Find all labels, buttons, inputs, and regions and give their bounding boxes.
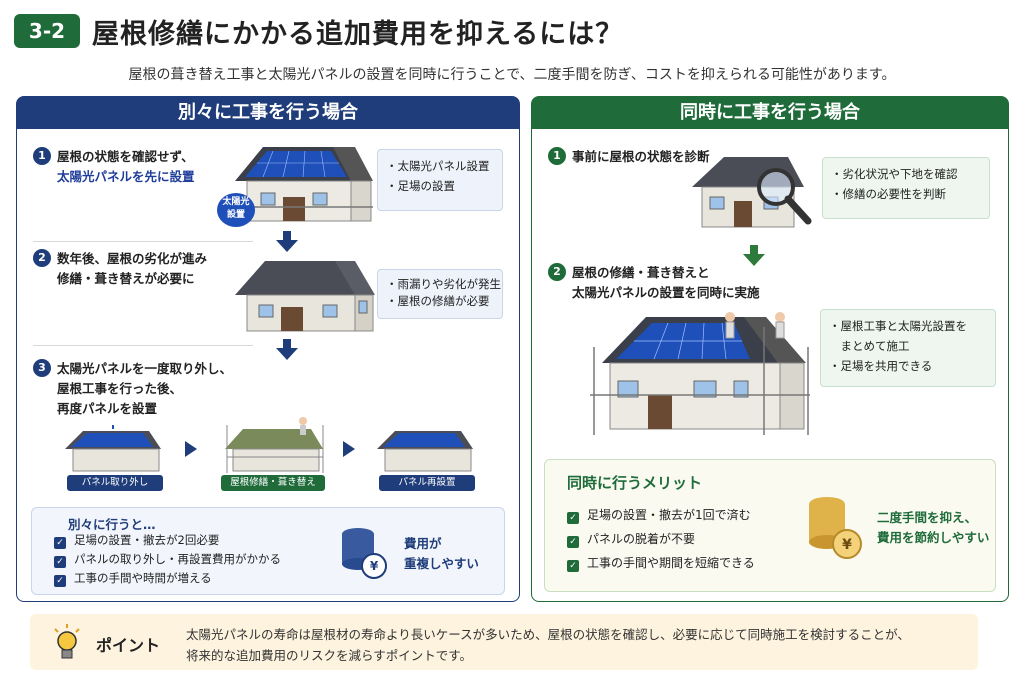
note-item: ・屋根の修繕が必要: [386, 294, 490, 308]
step1-notes: ・太陽光パネル設置 ・足場の設置: [377, 149, 503, 211]
svg-text:¥: ¥: [370, 559, 379, 573]
divider: [33, 345, 253, 346]
saving-text: 二度手間を抑え、費用を節約しやすい: [877, 510, 990, 545]
solar-install-badge: 太陽光設置: [217, 193, 255, 227]
simultaneous-work-panel: 同時に工事を行う場合 1 事前に屋根の状態を診断 ・劣化状況や下地を確認 ・修繕の…: [531, 96, 1009, 602]
right-step-2: 2 屋根の修繕・葺き替えと太陽光パネルの設置を同時に実施: [548, 263, 760, 303]
magnifier-icon: [757, 168, 812, 225]
panel-reinstall-house-icon: [377, 431, 473, 472]
merit-item: ✓工事の手間や期間を短縮できる: [567, 554, 755, 572]
checkmark-icon: ✓: [54, 537, 66, 549]
step-number: 1: [548, 147, 566, 165]
coin-yen-icon: ¥: [809, 497, 862, 559]
simultaneous-merit-box: 同時に行うメリット ✓足場の設置・撤去が1回で済む ✓パネルの脱着が不要 ✓工事…: [544, 459, 996, 592]
separate-work-summary: 別々に行うと… ✓足場の設置・撤去が2回必要 ✓パネルの取り外し・再設置費用がか…: [31, 507, 505, 595]
process-label: パネル取り外し: [67, 475, 163, 491]
step-text-line: 太陽光パネルの設置を同時に実施: [572, 285, 760, 300]
page-title: 屋根修繕にかかる追加費用を抑えるには？: [92, 19, 624, 50]
merit-item: ✓足場の設置・撤去が1回で済む: [567, 506, 751, 524]
step-text-line: 事前に屋根の状態を診断: [572, 149, 710, 164]
left-step-1: 1 屋根の状態を確認せず、太陽光パネルを先に設置: [33, 147, 195, 187]
checkmark-icon: ✓: [567, 560, 579, 572]
note-item: ・屋根工事と太陽光設置を: [829, 319, 967, 333]
lightbulb-icon: [54, 624, 80, 659]
step-number: 3: [33, 359, 51, 377]
summary-item: ✓パネルの取り外し・再設置費用がかかる: [54, 551, 281, 568]
down-arrow-icon: [276, 348, 298, 360]
simultaneous-construction-house-icon: [590, 312, 810, 435]
left-step-2: 2 数年後、屋根の劣化が進み修繕・葺き替えが必要に: [33, 249, 207, 289]
checkmark-icon: ✓: [54, 575, 66, 587]
merit-item: ✓パネルの脱着が不要: [567, 530, 695, 548]
point-box: ポイント 太陽光パネルの寿命は屋根材の寿命より長いケースが多いため、屋根の状態を…: [30, 614, 978, 670]
step-text-line: 数年後、屋根の劣化が進み: [57, 251, 208, 266]
svg-text:¥: ¥: [842, 537, 852, 553]
separate-work-heading: 別々に工事を行う場合: [17, 97, 519, 129]
note-item: ・足場を共用できる: [829, 359, 933, 373]
checkmark-icon: ✓: [54, 556, 66, 568]
step-text-line: 太陽光パネルを一度取り外し、: [57, 361, 233, 376]
step-number: 2: [548, 263, 566, 281]
page-subtitle: 屋根の葺き替え工事と太陽光パネルの設置を同時に行うことで、二度手間を防ぎ、コスト…: [128, 67, 896, 83]
note-item: ・劣化状況や下地を確認: [831, 167, 958, 181]
step-text-line: 屋根工事を行った後、: [57, 381, 183, 396]
aged-house-icon: [235, 261, 375, 332]
step-text-highlight: 太陽光パネルを先に設置: [57, 169, 195, 184]
summary-item: ✓工事の手間や時間が増える: [54, 570, 212, 587]
checkmark-icon: ✓: [567, 512, 579, 524]
step2-notes: ・雨漏りや劣化が発生 ・屋根の修繕が必要: [377, 269, 503, 319]
note-item: ・修繕の必要性を判断: [831, 187, 946, 201]
checkmark-icon: ✓: [567, 536, 579, 548]
right-step-1: 1 事前に屋根の状態を診断: [548, 147, 710, 167]
note-item: ・足場の設置: [386, 179, 455, 193]
separate-work-panel: 別々に工事を行う場合 1 屋根の状態を確認せず、太陽光パネルを先に設置 太陽光設置…: [16, 96, 520, 602]
process-label: 屋根修繕・葺き替え: [221, 475, 325, 491]
simultaneous-work-heading: 同時に工事を行う場合: [532, 97, 1008, 129]
step-number: 1: [33, 147, 51, 165]
right-step1-notes: ・劣化状況や下地を確認 ・修繕の必要性を判断: [822, 157, 990, 219]
right-arrow-icon: [185, 441, 197, 457]
merit-title: 同時に行うメリット: [567, 474, 703, 492]
point-text: 太陽光パネルの寿命は屋根材の寿命より長いケースが多いため、屋根の状態を確認し、必…: [186, 627, 910, 663]
point-label: ポイント: [96, 636, 161, 655]
note-item: まとめて施工: [829, 339, 910, 353]
divider: [33, 241, 253, 242]
summary-item: ✓足場の設置・撤去が2回必要: [54, 532, 219, 549]
down-arrow-icon: [743, 254, 765, 266]
step-number: 2: [33, 249, 51, 267]
section-number-badge: 3-2: [14, 14, 80, 48]
down-arrow-stem: [750, 245, 758, 254]
down-arrow-stem: [283, 339, 291, 348]
note-item: ・雨漏りや劣化が発生: [386, 277, 501, 291]
right-step2-notes: ・屋根工事と太陽光設置を まとめて施工 ・足場を共用できる: [820, 309, 996, 387]
panel-removal-house-icon: [65, 425, 161, 472]
roof-repair-house-icon: [225, 417, 324, 473]
step-text-line: 屋根の修繕・葺き替えと: [572, 265, 710, 280]
step-text-line: 再度パネルを設置: [57, 401, 158, 416]
cost-warning-text: 費用が重複しやすい: [404, 536, 479, 571]
note-item: ・太陽光パネル設置: [386, 159, 490, 173]
step-text-line: 屋根の状態を確認せず、: [57, 149, 194, 164]
down-arrow-icon: [276, 240, 298, 252]
summary-title: 別々に行うと…: [68, 517, 156, 532]
house-with-solar-icon: [235, 147, 373, 222]
process-label: パネル再設置: [379, 475, 475, 491]
left-step-3: 3 太陽光パネルを一度取り外し、屋根工事を行った後、再度パネルを設置: [33, 359, 232, 419]
right-arrow-icon: [343, 441, 355, 457]
coin-yen-icon: ¥: [342, 528, 387, 579]
down-arrow-stem: [283, 231, 291, 240]
page-header: 3-2 屋根修繕にかかる追加費用を抑えるには？: [14, 10, 1010, 50]
step-text-line: 修繕・葺き替えが必要に: [57, 271, 195, 286]
